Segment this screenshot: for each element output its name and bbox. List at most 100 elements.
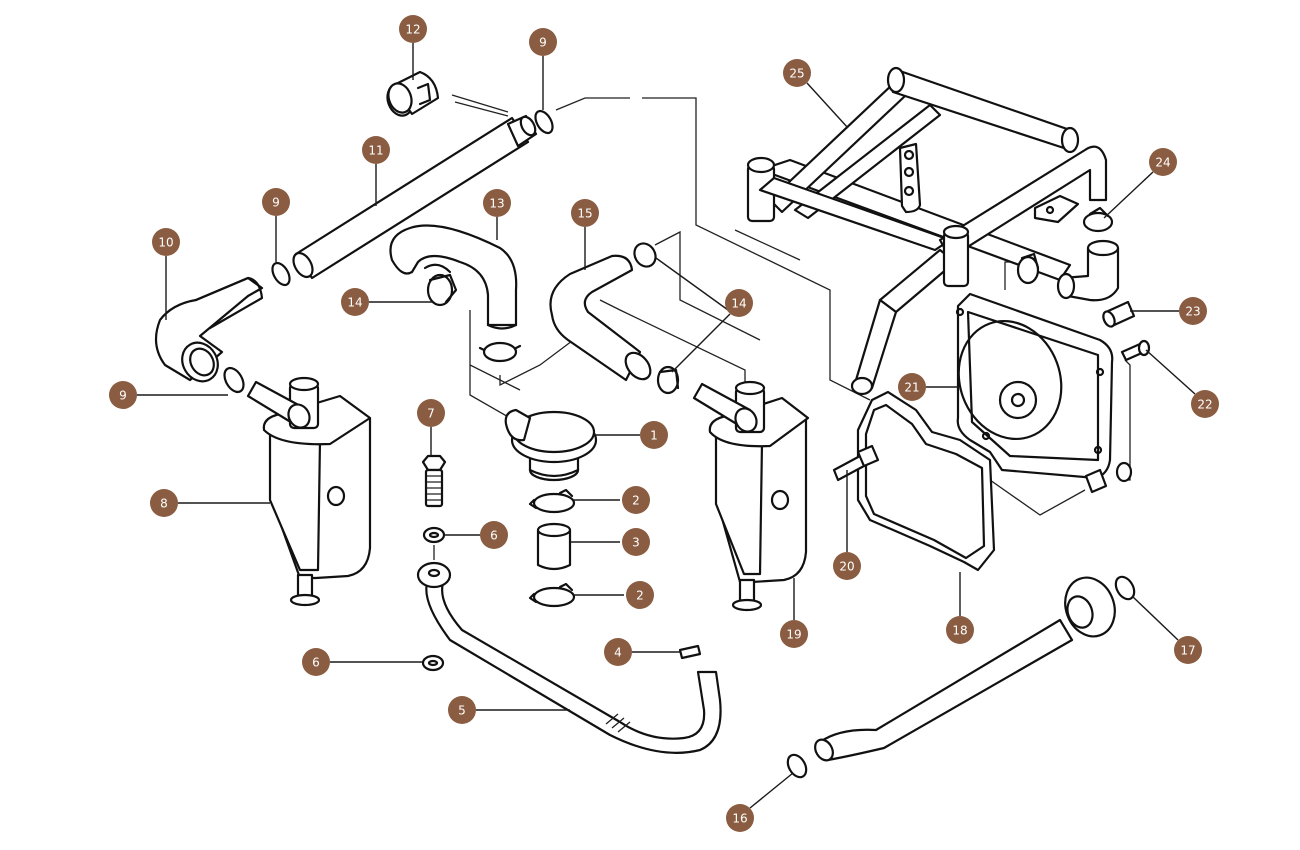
callout-badge-9[interactable]: 9 (109, 381, 137, 409)
callout-badge-6[interactable]: 6 (480, 521, 508, 549)
callout-badge-24[interactable]: 24 (1149, 148, 1177, 176)
callout-number: 14 (347, 296, 362, 310)
callout-badge-circle (483, 189, 511, 217)
drain-pipe[interactable] (416, 561, 722, 754)
flanged-pipe[interactable] (812, 571, 1123, 764)
callout-badge-22[interactable]: 22 (1191, 390, 1219, 418)
callout-badge-5[interactable]: 5 (448, 696, 476, 724)
callout-number: 12 (405, 23, 420, 37)
callout-badge-circle (480, 521, 508, 549)
callout-badge-20[interactable]: 20 (833, 552, 861, 580)
callout-badge-9[interactable]: 9 (529, 28, 557, 56)
cover-bolt[interactable] (832, 444, 880, 482)
callout-number: 6 (490, 529, 498, 543)
callout-number: 24 (1155, 156, 1170, 170)
callout-badge-circle (417, 399, 445, 427)
callout-badge-circle (1191, 390, 1219, 418)
callout-badge-25[interactable]: 25 (783, 59, 811, 87)
callout-badge-2[interactable]: 2 (622, 486, 650, 514)
washer-lower[interactable] (421, 654, 445, 672)
callout-number: 9 (539, 36, 547, 50)
callout-number: 13 (489, 197, 504, 211)
valve-housing[interactable] (504, 408, 598, 482)
callout-badge-circle (780, 620, 808, 648)
callout-badge-circle (640, 421, 668, 449)
callout-badge-1[interactable]: 1 (640, 421, 668, 449)
callout-number: 2 (636, 589, 644, 603)
callout-badge-8[interactable]: 8 (150, 489, 178, 517)
small-clip[interactable] (678, 644, 702, 660)
callout-badge-2[interactable]: 2 (626, 581, 654, 609)
elbow-hose[interactable] (154, 276, 264, 388)
callout-badge-circle (262, 188, 290, 216)
separator-left[interactable] (246, 376, 372, 607)
o-ring-flange[interactable] (1112, 574, 1138, 603)
callout-badge-circle (725, 289, 753, 317)
callout-badge-14[interactable]: 14 (341, 288, 369, 316)
hose-clamp-right[interactable] (630, 240, 680, 395)
leader-line-22 (1145, 349, 1196, 395)
callout-badge-16[interactable]: 16 (726, 804, 754, 832)
o-ring-top[interactable] (532, 108, 556, 136)
o-ring-left[interactable] (221, 365, 248, 396)
hose-clamp-cover[interactable] (1016, 252, 1040, 285)
leader-line-16 (749, 772, 794, 809)
bent-hose-left[interactable] (389, 224, 518, 330)
pipe-coupling[interactable] (383, 70, 440, 119)
bent-hose-right[interactable] (549, 254, 655, 384)
hose-clamp-left[interactable] (423, 263, 458, 307)
callout-badge-circle (529, 28, 557, 56)
hose-clamp-upper[interactable] (528, 488, 576, 514)
screw[interactable] (1120, 339, 1151, 362)
callout-number: 21 (904, 381, 919, 395)
callout-badge-18[interactable]: 18 (946, 616, 974, 644)
callout-badge-23[interactable]: 23 (1179, 297, 1207, 325)
bolt[interactable] (421, 454, 447, 508)
callout-badge-9[interactable]: 9 (262, 188, 290, 216)
callout-badge-circle (150, 489, 178, 517)
callout-badge-13[interactable]: 13 (483, 189, 511, 217)
hose-clamp-center[interactable] (478, 341, 522, 363)
hose-clamp-lower[interactable] (528, 582, 576, 608)
callout-badge-3[interactable]: 3 (622, 528, 650, 556)
elbow-connector[interactable] (1056, 239, 1120, 302)
cover-plate[interactable] (942, 292, 1133, 494)
callout-number: 10 (158, 236, 173, 250)
callout-badge-19[interactable]: 19 (780, 620, 808, 648)
callout-badge-11[interactable]: 11 (362, 136, 390, 164)
callout-number: 17 (1180, 644, 1195, 658)
separator-right[interactable] (692, 380, 810, 612)
callout-number: 9 (272, 196, 280, 210)
leader-line-14 (671, 313, 731, 373)
callout-badge-15[interactable]: 15 (571, 199, 599, 227)
callout-badge-circle (109, 381, 137, 409)
callout-badge-12[interactable]: 12 (399, 15, 427, 43)
callout-badge-7[interactable]: 7 (417, 399, 445, 427)
callout-badge-4[interactable]: 4 (604, 638, 632, 666)
connector-sleeve[interactable] (1101, 300, 1136, 328)
pipe-frame[interactable] (746, 66, 1108, 396)
leader-line-24 (1103, 171, 1154, 219)
o-ring-bottom[interactable] (784, 752, 810, 781)
callout-badge-6[interactable]: 6 (302, 648, 330, 676)
callout-badge-circle (302, 648, 330, 676)
washer-upper[interactable] (422, 526, 446, 544)
hose-sleeve[interactable] (536, 522, 572, 571)
o-ring-middle[interactable] (269, 260, 293, 288)
hose-clamp-frame[interactable] (1082, 206, 1114, 233)
callout-number: 6 (312, 656, 320, 670)
callout-badge-circle (946, 616, 974, 644)
callout-badge-circle (726, 804, 754, 832)
callout-badge-21[interactable]: 21 (898, 373, 926, 401)
callout-badge-14[interactable]: 14 (725, 289, 753, 317)
callout-badge-circle (1174, 636, 1202, 664)
callout-number: 9 (119, 389, 127, 403)
callout-badge-circle (622, 528, 650, 556)
callout-badge-10[interactable]: 10 (152, 228, 180, 256)
callout-number: 14 (731, 297, 746, 311)
cover-gasket[interactable] (856, 390, 996, 572)
callout-badge-17[interactable]: 17 (1174, 636, 1202, 664)
long-pipe[interactable] (290, 114, 539, 280)
callout-number: 16 (732, 812, 747, 826)
